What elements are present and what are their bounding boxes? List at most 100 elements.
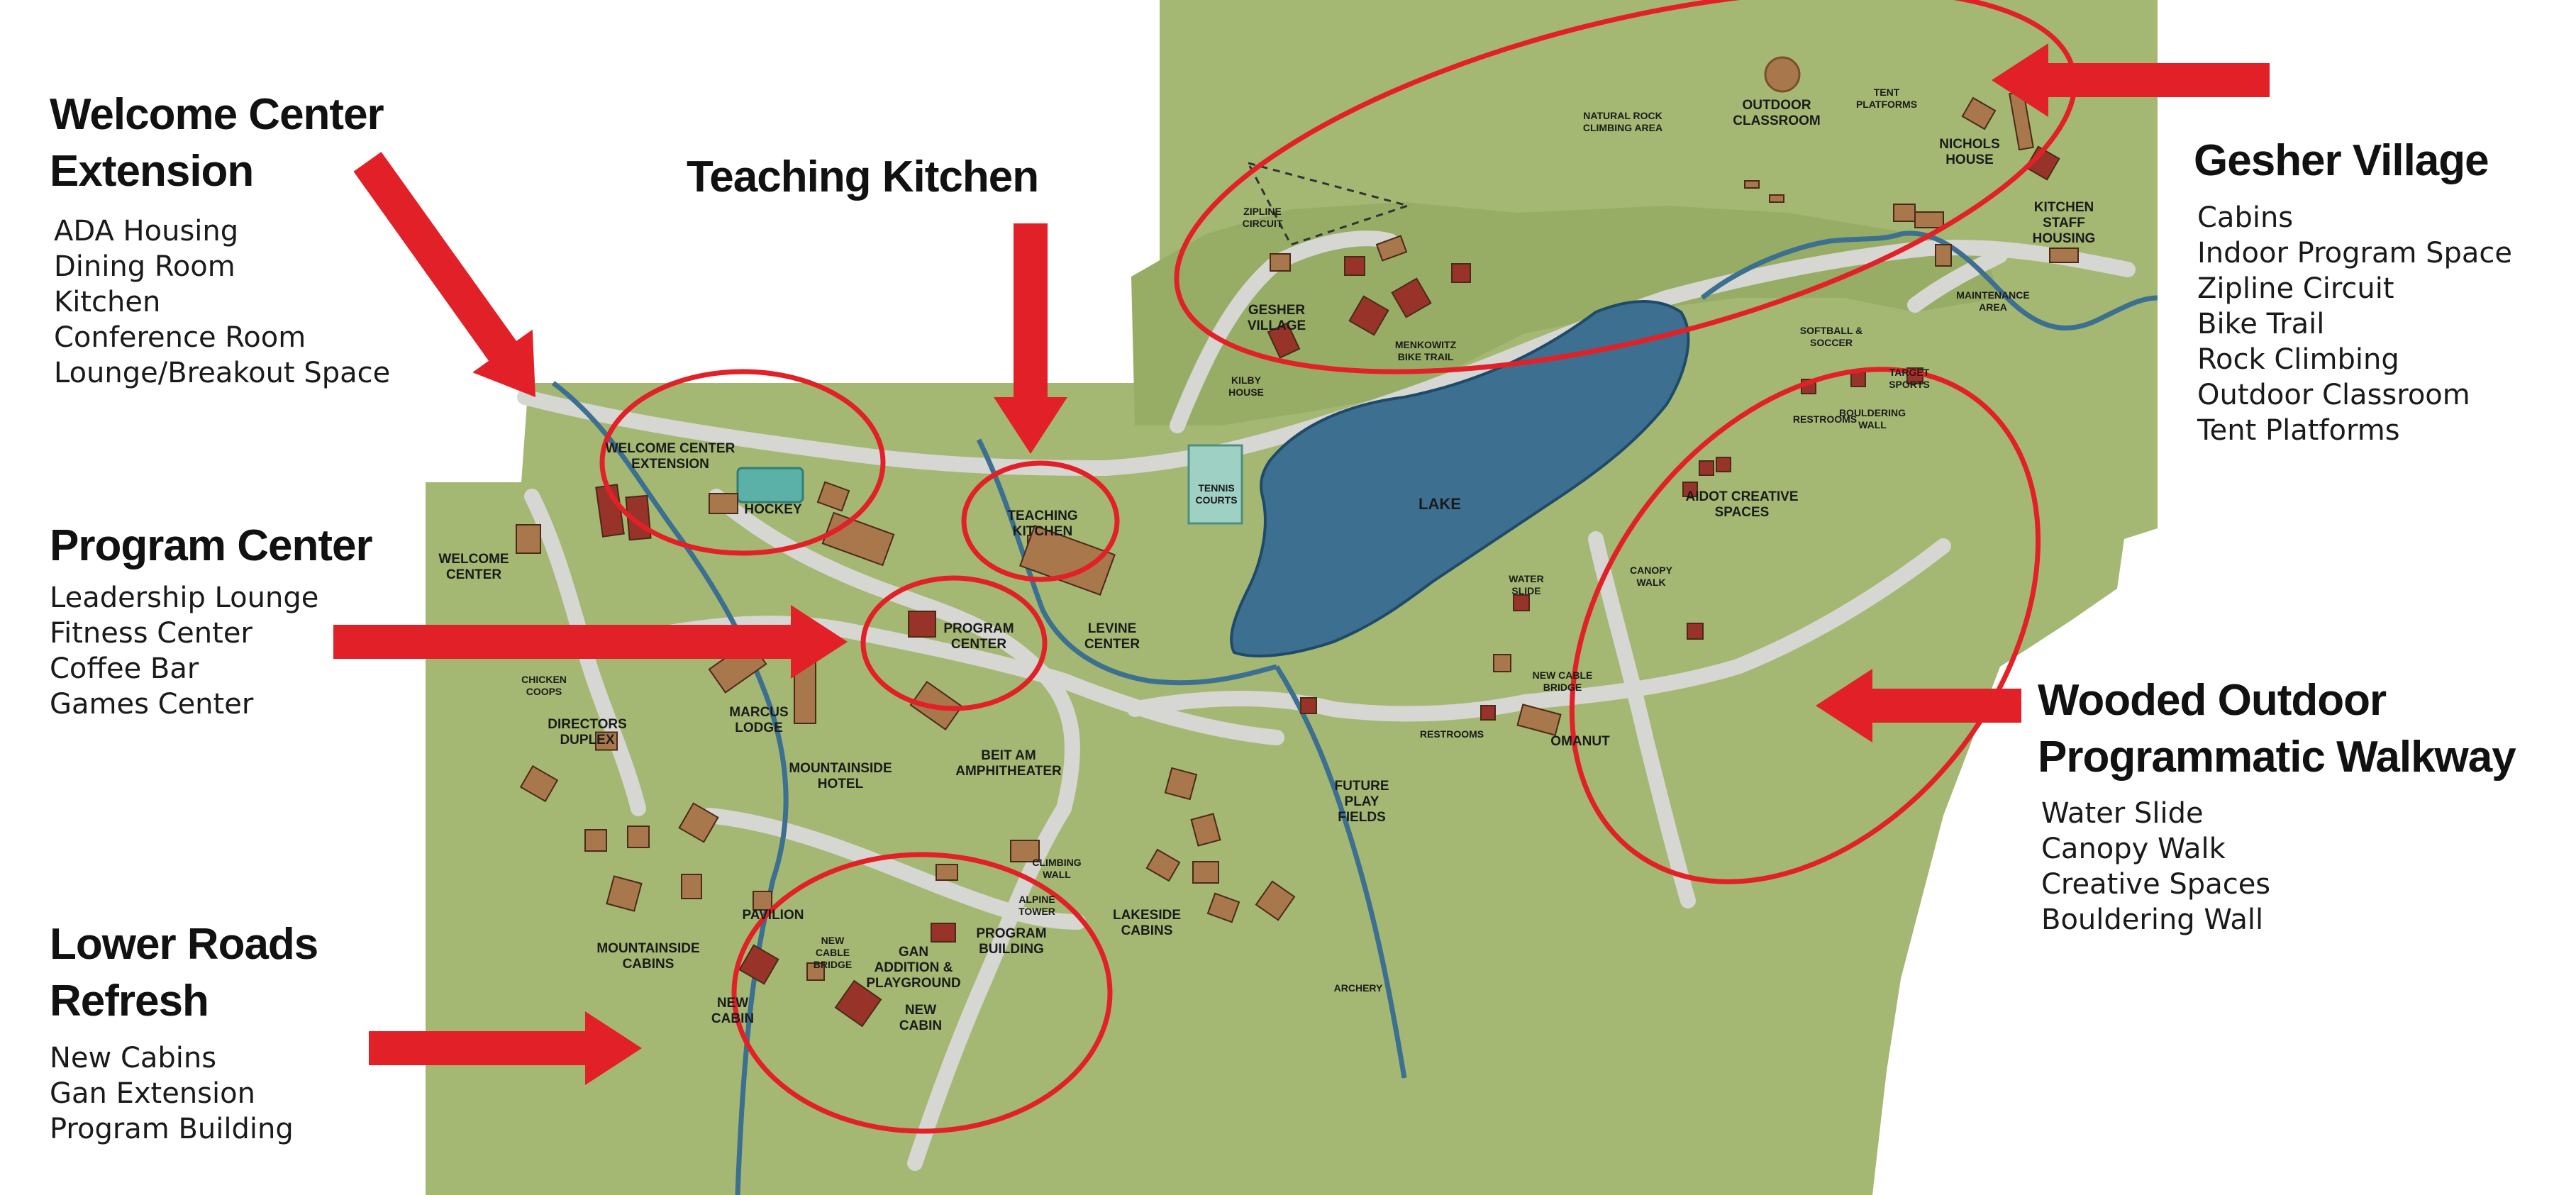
building (1255, 880, 1296, 921)
ellipse-wooded-walkway (1569, 367, 2041, 884)
map-label-softball-soccer: SOFTBALL &SOCCER (1799, 325, 1863, 348)
highlight-arrows (333, 43, 2270, 1085)
building (1192, 861, 1219, 884)
callout-item: Tent Platforms (2197, 414, 2400, 447)
map-label-hockey: HOCKEY (744, 502, 802, 517)
building (834, 979, 882, 1028)
building (1687, 623, 1704, 640)
callout-item: Leadership Lounge (50, 582, 319, 614)
building (1935, 244, 1952, 267)
building (681, 874, 702, 899)
callout-title: Welcome Center (50, 90, 384, 139)
building (2025, 145, 2060, 181)
callout-title: Teaching Kitchen (687, 152, 1039, 201)
arrow-welcome (353, 152, 535, 397)
callout-item: Indoor Program Space (2197, 237, 2513, 269)
building (516, 524, 541, 554)
building (1391, 277, 1432, 318)
arrow-gesher (1992, 43, 2270, 117)
callout-item: Gan Extension (50, 1077, 255, 1110)
building (1961, 96, 1997, 130)
building (1348, 295, 1389, 336)
callout-item: New Cabins (50, 1042, 217, 1074)
building (1267, 322, 1301, 359)
callout-item: Water Slide (2041, 797, 2204, 830)
tennis-courts (1187, 444, 1243, 525)
building (1769, 194, 1784, 203)
callout-item: Dining Room (54, 250, 235, 283)
callout-item: Creative Spaces (2041, 868, 2271, 901)
building (1019, 525, 1116, 596)
building (753, 891, 772, 911)
building (1145, 848, 1181, 882)
outdoor-classroom-marker (1764, 56, 1801, 93)
building (931, 923, 956, 943)
callout-item: Zipline Circuit (2197, 272, 2394, 305)
building (1744, 180, 1760, 189)
callout-item: Games Center (50, 688, 254, 721)
building (936, 864, 958, 881)
building (1699, 460, 1714, 476)
callout-item: Lounge/Breakout Space (54, 357, 391, 389)
buildings (516, 90, 2079, 1028)
building (1480, 705, 1496, 721)
building (627, 826, 650, 848)
map-label-restrooms-upper: RESTROOMS (1792, 413, 1858, 425)
building (2049, 248, 2079, 263)
building (1300, 697, 1317, 714)
callout-item: Cabins (2197, 201, 2294, 234)
callout-item: Conference Room (54, 321, 306, 354)
building (1206, 892, 1240, 923)
building (1716, 457, 1731, 472)
arrow-teaching (994, 223, 1067, 454)
callout-item: ADA Housing (54, 215, 239, 248)
map-label-pavilion: PAVILION (742, 908, 804, 923)
building (595, 731, 618, 751)
arrow-lower (369, 1011, 642, 1085)
callout-item: Program Building (50, 1113, 294, 1145)
building (1451, 263, 1471, 283)
building (519, 765, 559, 803)
ellipse-welcome-center (599, 369, 886, 556)
map-label-restrooms-lower: RESTROOMS (1419, 728, 1484, 740)
building (1513, 594, 1530, 611)
building (678, 802, 719, 843)
arrow-program (333, 605, 848, 679)
building (908, 611, 936, 638)
callout-title: Program Center (50, 521, 373, 570)
callout-item: Bouldering Wall (2041, 904, 2264, 936)
map-label-lake: LAKE (1419, 495, 1461, 513)
callout-title: Lower Roads (50, 920, 318, 969)
callout-title: Gesher Village (2194, 136, 2489, 185)
